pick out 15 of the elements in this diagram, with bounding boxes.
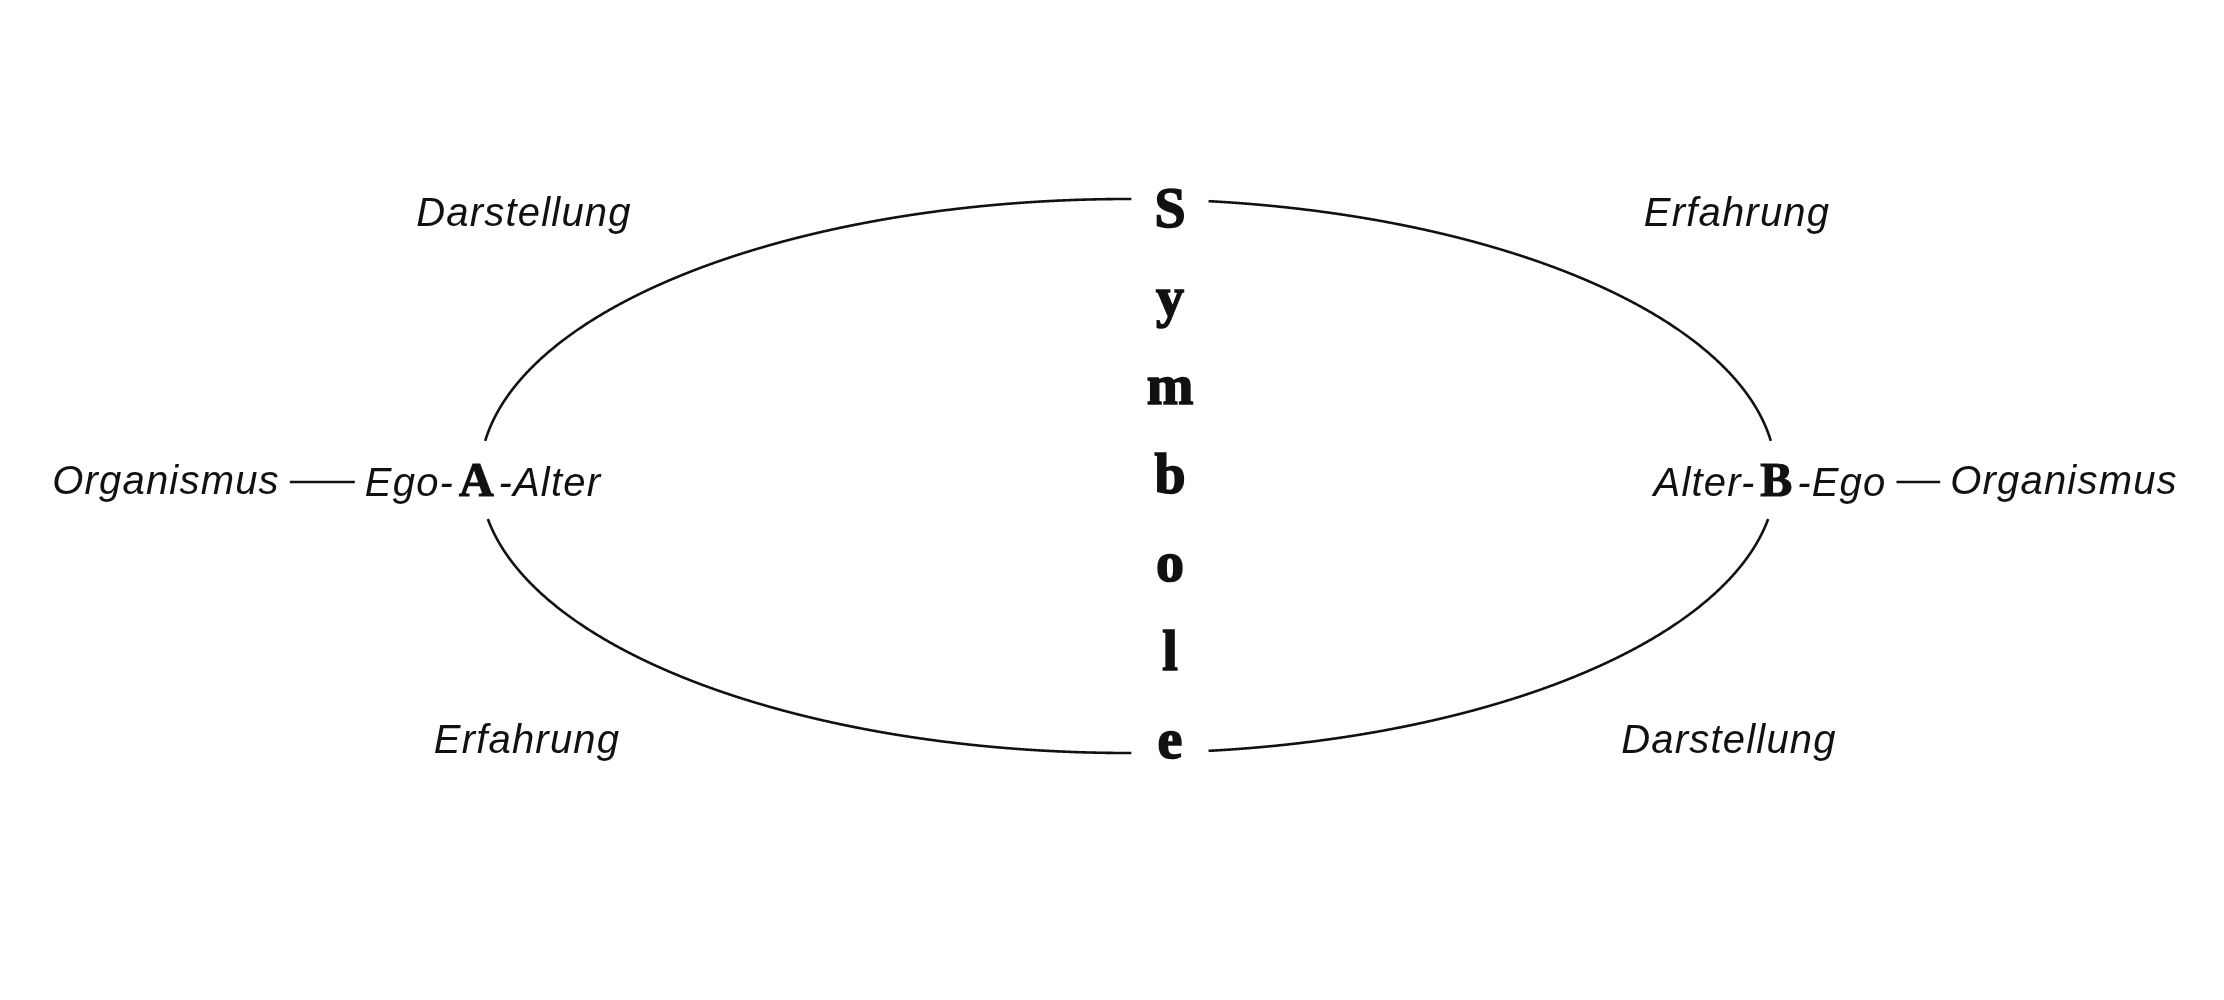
annotation-label: Darstellung: [416, 189, 632, 236]
curved-connector: [1207, 199, 1773, 442]
curved-connector: [486, 518, 1132, 755]
curved-connector: [1207, 518, 1770, 753]
annotation-label: Erfahrung: [1643, 189, 1831, 236]
annotation-label: Darstellung: [1621, 716, 1837, 763]
connector-line: [289, 480, 355, 484]
term-label: Alter-B-Ego: [1643, 441, 1897, 519]
curved-connector: [483, 197, 1132, 442]
term-label: Organismus: [1940, 446, 2188, 514]
term-label: Organismus: [42, 446, 290, 514]
annotation-label: Erfahrung: [433, 716, 621, 763]
connector-line: [1896, 480, 1941, 484]
vertical-term-label: Symbole: [1131, 164, 1209, 784]
term-label: Ego-A-Alter: [354, 441, 612, 519]
